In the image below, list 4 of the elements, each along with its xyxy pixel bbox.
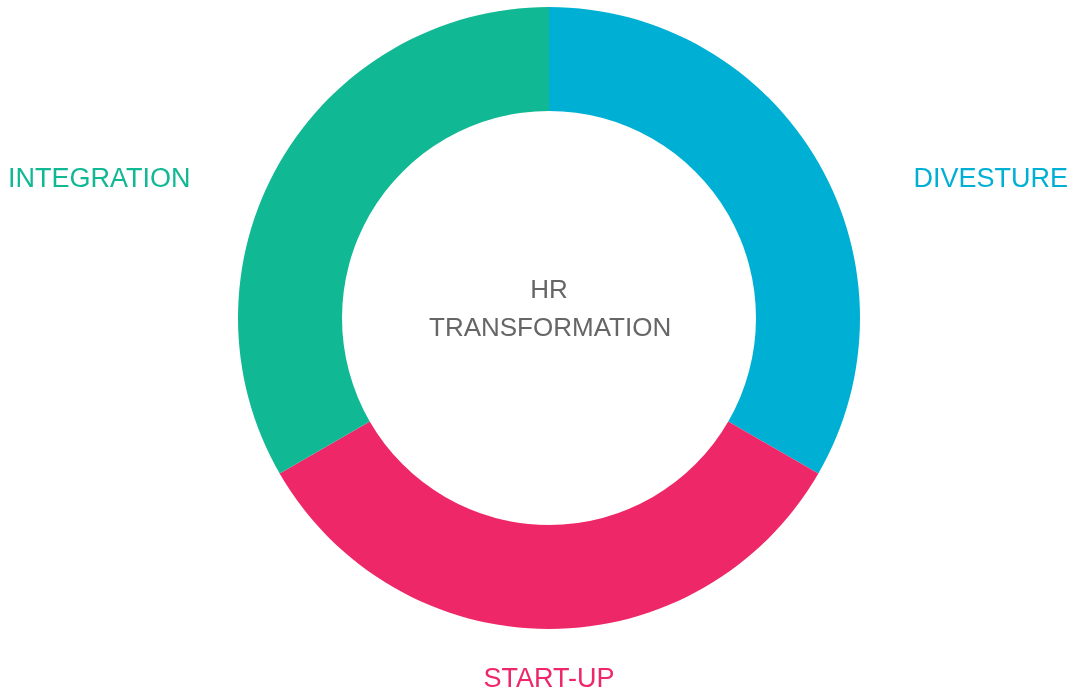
- segment-label: START-UP: [483, 662, 615, 694]
- segment-label: DIVESTURE: [913, 162, 1068, 194]
- center-title: HR TRANSFORMATION: [429, 273, 669, 344]
- segment-label: INTEGRATION: [8, 162, 191, 194]
